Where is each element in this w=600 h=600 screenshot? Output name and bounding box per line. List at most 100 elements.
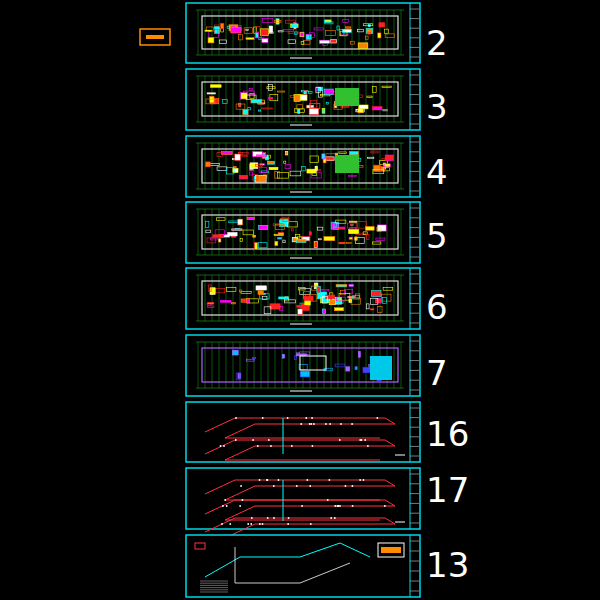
room-detail (250, 163, 258, 169)
fitting-dot (270, 445, 272, 447)
room-detail (219, 40, 226, 43)
room-detail (275, 224, 284, 229)
title-row (410, 581, 419, 582)
axis-line (268, 76, 269, 122)
axis-line (247, 10, 248, 55)
room-detail (353, 296, 360, 300)
fitting-dot (287, 417, 289, 419)
room-detail (262, 108, 273, 109)
room-detail (288, 40, 295, 44)
room-detail (356, 110, 365, 112)
axis-line (212, 10, 213, 55)
title-strip (410, 268, 411, 329)
axis-line (198, 209, 199, 255)
axis-line (219, 275, 220, 321)
room-detail (207, 306, 213, 307)
fitting-dot (367, 445, 369, 447)
axis-line (387, 10, 388, 55)
room-detail (373, 242, 381, 244)
stamp-box (140, 29, 170, 45)
axis-line (331, 76, 332, 122)
room-detail (209, 96, 214, 103)
title-row (410, 293, 419, 294)
room-detail (368, 32, 371, 34)
axis-line (310, 76, 311, 122)
fitting-dot (239, 505, 241, 507)
room-detail (324, 89, 333, 94)
axis-line (289, 10, 290, 55)
axis-line (394, 342, 395, 388)
room-detail (335, 364, 345, 367)
title-row (410, 523, 419, 524)
room-detail (317, 286, 321, 293)
axis-line (212, 209, 213, 255)
axis-line (268, 275, 269, 321)
room-detail (370, 309, 373, 310)
legend-note (200, 589, 228, 590)
room-detail (300, 32, 304, 37)
title-row (410, 257, 419, 258)
axis-line (282, 76, 283, 122)
title-row (410, 474, 419, 475)
room-detail (349, 221, 356, 222)
room-detail (262, 38, 268, 42)
room-detail (382, 158, 385, 160)
title-row (410, 390, 419, 391)
axis-line (254, 275, 255, 321)
title-row (410, 408, 419, 409)
fitting-dot (287, 523, 289, 525)
dimension-line (196, 255, 404, 256)
title-row (410, 341, 419, 342)
axis-line (282, 209, 283, 255)
title-strip (410, 535, 411, 597)
axis-line (205, 10, 206, 55)
room-detail (306, 34, 312, 40)
room-detail (382, 297, 386, 303)
axis-line (275, 209, 276, 255)
title-bar (395, 522, 405, 523)
room-detail (371, 291, 381, 297)
room-detail (267, 155, 270, 158)
room-detail (373, 169, 384, 173)
axis-line (226, 10, 227, 55)
fitting-dot (259, 479, 261, 481)
room-detail (298, 110, 300, 114)
room-detail (339, 242, 345, 243)
equipment (195, 543, 205, 549)
room-detail (214, 25, 220, 26)
title-row (410, 84, 419, 85)
axis-line (317, 10, 318, 55)
room-detail (217, 153, 222, 157)
axis-line (233, 143, 234, 189)
title-row (410, 456, 419, 457)
axis-line (324, 209, 325, 255)
axis-line (261, 76, 262, 122)
room-detail (250, 94, 254, 99)
room-detail (252, 175, 258, 180)
room-detail (304, 90, 307, 94)
sheet-panel (186, 335, 420, 396)
axis-line (345, 209, 346, 255)
room-detail (309, 108, 319, 114)
drawing-panels (186, 3, 420, 597)
axis-line (198, 76, 199, 122)
title-row (410, 313, 419, 314)
room-detail (373, 165, 380, 172)
fitting-dot (351, 485, 353, 487)
room-detail (367, 234, 369, 239)
room-detail (259, 110, 261, 111)
room-detail (235, 154, 241, 160)
room-detail (243, 230, 254, 235)
room-detail (383, 168, 389, 171)
room-detail (304, 296, 313, 301)
axis-line (240, 209, 241, 255)
axis-line (240, 76, 241, 122)
axis-line (373, 209, 374, 255)
fitting-dot (325, 423, 327, 425)
room-detail (277, 91, 284, 92)
axis-line (394, 209, 395, 255)
axis-line (401, 143, 402, 189)
room-detail (312, 286, 317, 290)
axis-line (268, 209, 269, 255)
title-strip (410, 468, 411, 529)
